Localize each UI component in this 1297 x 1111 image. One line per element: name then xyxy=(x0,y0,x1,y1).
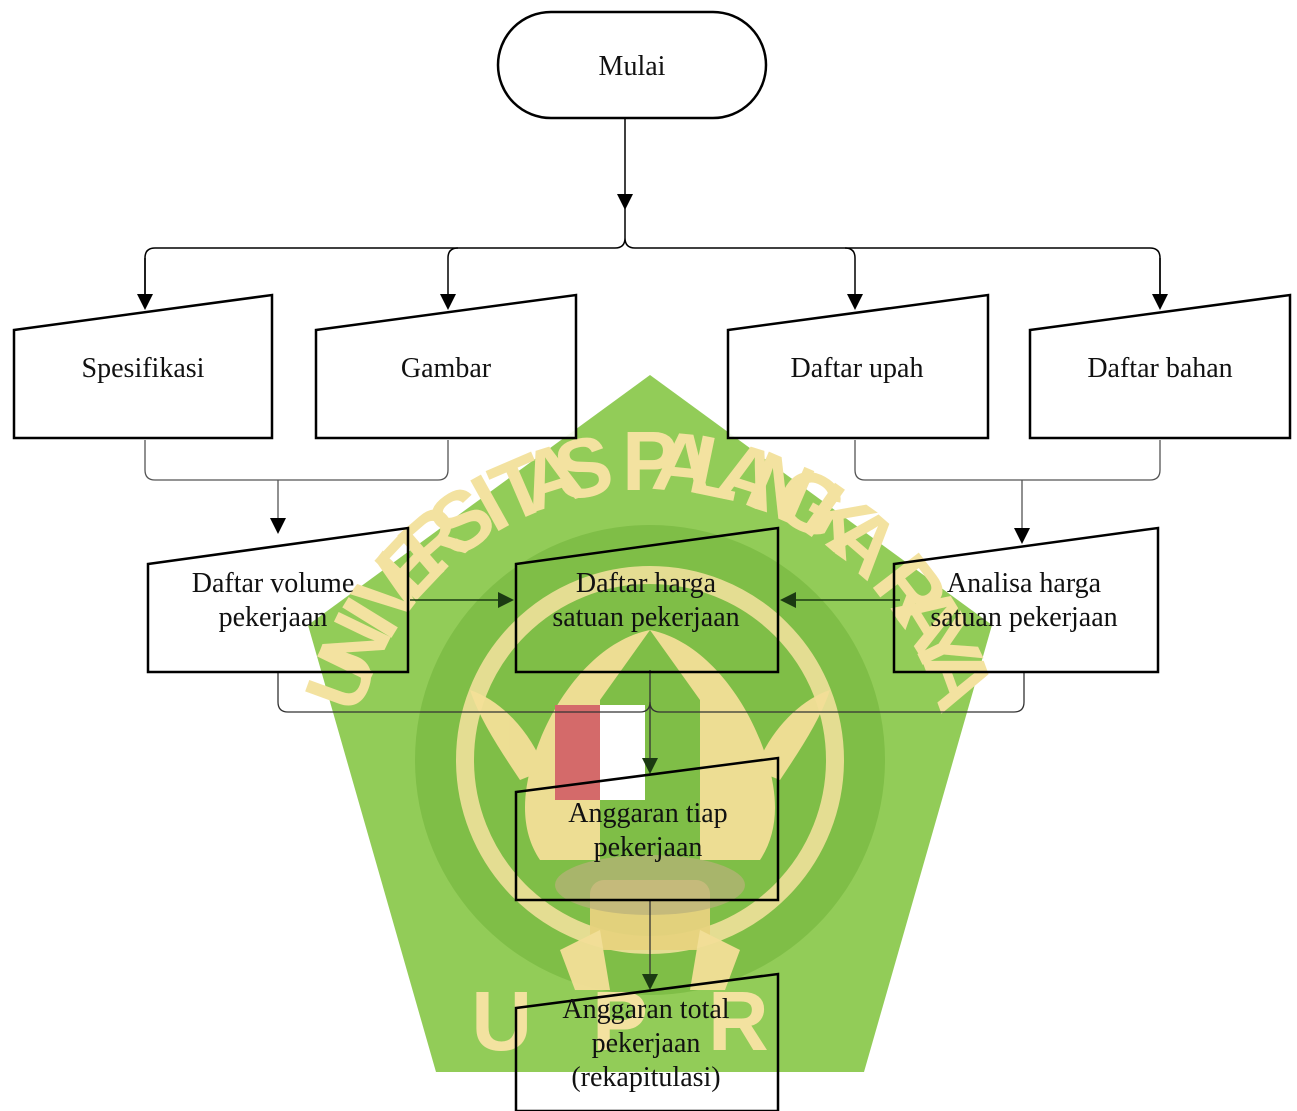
node-label-line: Daftar harga xyxy=(576,568,717,599)
edge-upah-bahan-merge xyxy=(854,440,1161,481)
manual-input-daftar-upah xyxy=(726,293,990,440)
edge-split-bus xyxy=(144,208,1161,308)
node-label-gambar: Gambar xyxy=(401,353,492,384)
node-label-line: Analisa harga xyxy=(947,568,1102,599)
manual-input-daftar-volume xyxy=(146,526,410,674)
node-label-line: pekerjaan xyxy=(594,832,703,863)
node-label-start: Mulai xyxy=(599,51,666,82)
edge-lower-merge xyxy=(277,672,1025,713)
node-label-line: Mulai xyxy=(599,51,666,82)
node-label-line: Anggaran tiap xyxy=(568,798,727,829)
manual-input-analisa-harga xyxy=(892,526,1160,674)
watermark-ring-letter: A xyxy=(649,413,719,513)
node-label-line: pekerjaan xyxy=(219,602,328,633)
manual-input-daftar-bahan xyxy=(1028,293,1292,440)
watermark-bottom-text: UPR xyxy=(471,974,828,1068)
node-label-line: Spesifikasi xyxy=(82,353,205,384)
node-label-line: satuan pekerjaan xyxy=(552,602,739,633)
manual-input-daftar-harga xyxy=(514,526,780,674)
node-label-line: Daftar upah xyxy=(791,353,924,384)
node-label-line: Daftar volume xyxy=(192,568,355,599)
edge-to-daftar-upah xyxy=(844,247,863,310)
watermark-flag-white xyxy=(600,705,645,800)
node-label-line: Anggaran total xyxy=(562,994,729,1025)
node-label-line: Daftar bahan xyxy=(1087,353,1232,384)
node-label-spesifikasi: Spesifikasi xyxy=(82,353,205,384)
manual-input-anggaran-total xyxy=(514,972,780,1111)
watermark-ring-letter: P xyxy=(622,414,678,508)
manual-input-spesifikasi xyxy=(12,293,274,440)
node-label-line: satuan pekerjaan xyxy=(930,602,1117,633)
node-label-daftar-upah: Daftar upah xyxy=(791,353,924,384)
manual-input-gambar xyxy=(314,293,578,440)
start-terminator xyxy=(496,10,768,120)
edge-to-gambar xyxy=(440,247,459,310)
node-label-line: (rekapitulasi) xyxy=(571,1062,720,1093)
node-label-line: pekerjaan xyxy=(592,1028,701,1059)
edge-spesifikasi-gambar-merge xyxy=(144,440,449,481)
node-label-daftar-bahan: Daftar bahan xyxy=(1087,353,1232,384)
manual-input-anggaran-tiap xyxy=(514,756,780,902)
node-label-line: Gambar xyxy=(401,353,492,384)
